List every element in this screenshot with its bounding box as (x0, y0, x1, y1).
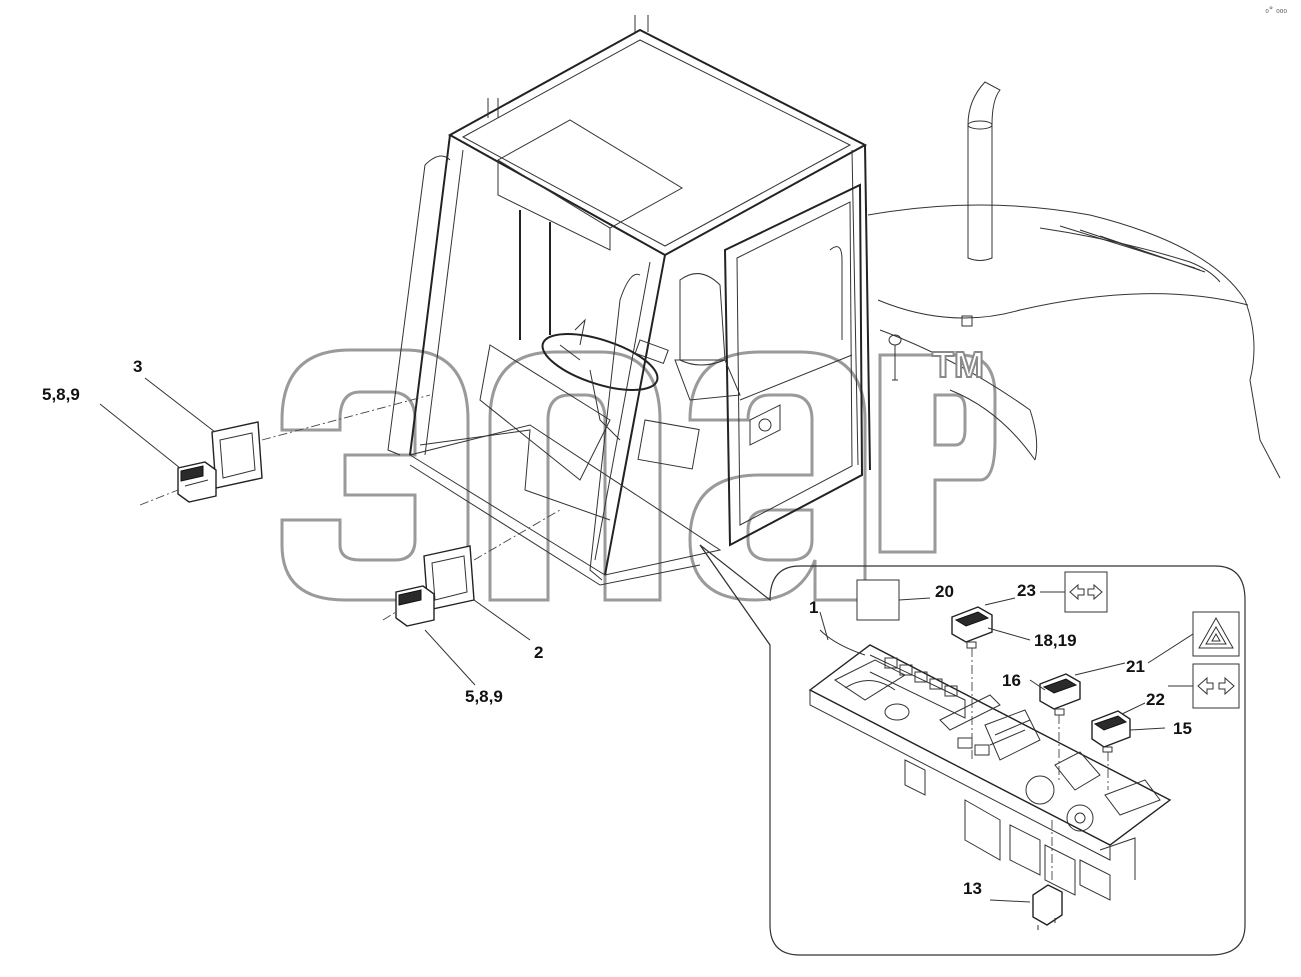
lamp-part-3 (211, 421, 263, 489)
trademark-mark: TM (931, 343, 985, 386)
callout-16: 16 (1002, 671, 1021, 690)
label-box-22 (1192, 663, 1240, 709)
corner-mark: ₀° ₀₀₀ (1265, 6, 1287, 16)
leader-lines-left (99, 377, 561, 686)
detail-view-outline (699, 544, 1246, 956)
callout-5-8-9-top: 5,8,9 (42, 385, 80, 404)
callout-21: 21 (1126, 657, 1145, 676)
callout-23: 23 (1017, 581, 1036, 600)
label-box-20 (856, 579, 900, 621)
callout-5-8-9-bottom: 5,8,9 (465, 687, 503, 706)
switch-part-15 (1091, 710, 1131, 753)
lamp-part-5-8-9-top (177, 461, 217, 503)
callout-2: 2 (534, 643, 544, 662)
callout-1: 1 (809, 598, 819, 617)
control-panel (808, 629, 1172, 901)
switch-part-16 (1039, 673, 1081, 716)
label-box-21 (1192, 611, 1240, 657)
watermark-logo (280, 348, 997, 602)
panel-switch-row (884, 657, 958, 697)
double-arrow-icon (1069, 583, 1103, 601)
callout-13: 13 (963, 879, 982, 898)
label-box-23 (1064, 571, 1108, 613)
callout-20: 20 (935, 582, 954, 601)
callout-18-19: 18,19 (1034, 631, 1077, 650)
callout-22: 22 (1146, 690, 1165, 709)
leader-lines-detail (819, 591, 1194, 903)
callout-3: 3 (133, 357, 143, 376)
lamp-part-5-8-9-bottom (395, 585, 435, 627)
hazard-triangle-icon (1198, 616, 1234, 649)
switch-part-18-19 (951, 606, 993, 649)
callout-15: 15 (1173, 719, 1192, 738)
double-arrow-icon (1197, 676, 1235, 696)
tractor-cab (387, 15, 1281, 586)
relay-part-13 (1032, 884, 1063, 930)
